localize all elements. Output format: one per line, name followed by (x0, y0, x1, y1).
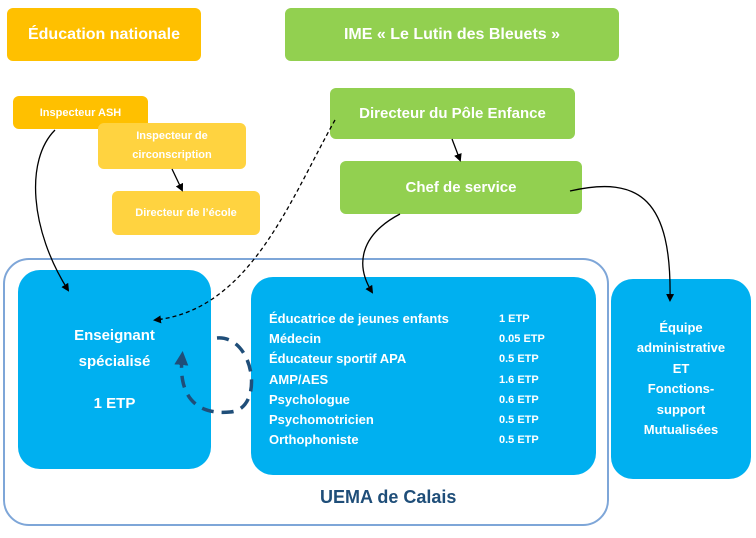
enseignant-line1: Enseignant (74, 326, 155, 344)
team-role: Éducatrice de jeunes enfants (269, 311, 449, 326)
equipe-line1: Équipe (659, 319, 703, 335)
equipe-line5: support (656, 401, 706, 417)
team-etp: 0.5 ETP (499, 434, 539, 447)
arrow-pole-to-enseignant (153, 119, 336, 324)
arrow-chef-to-equipe (569, 185, 675, 302)
team-role: Éducateur sportif APA (269, 351, 407, 367)
arrow-chef-to-team (362, 213, 401, 294)
equipe-line3: ET (672, 360, 690, 376)
equipe-line2: administrative (636, 340, 726, 355)
team-row: Éducateur sportif APA 0.5 ETP (269, 349, 545, 369)
inspecteur-ash-box: Inspecteur ASH (13, 96, 148, 129)
team-list: Éducatrice de jeunes enfants 1 ETP Médeci… (269, 309, 545, 450)
team-box: Éducatrice de jeunes enfants 1 ETP Médeci… (251, 277, 596, 475)
enseignant-etp: 1 ETP (93, 394, 136, 412)
team-role: AMP/AES (269, 371, 329, 387)
team-etp: 0.5 ETP (499, 414, 539, 427)
inspecteur-circ-line2: circonscription (132, 149, 212, 161)
team-role: Médecin (269, 331, 322, 347)
circular-arrow (174, 336, 254, 415)
inspecteur-circonscription-box: Inspecteur de circonscription (98, 123, 246, 169)
enseignant-line2: spécialisé (78, 352, 151, 370)
team-role: Orthophoniste (269, 432, 359, 448)
team-etp: 0.6 ETP (499, 393, 539, 406)
team-row: Psychomotricien 0.5 ETP (269, 410, 545, 430)
uema-label: UEMA de Calais (320, 487, 457, 507)
team-row: Éducatrice de jeunes enfants 1 ETP (269, 309, 545, 329)
arrow-circ-to-ecole (171, 168, 184, 192)
team-etp: 1.6 ETP (499, 373, 539, 386)
chef-service-box: Chef de service (340, 161, 582, 214)
team-row: Médecin 0.05 ETP (269, 329, 545, 349)
uema-frame (3, 258, 609, 526)
inspecteur-circ-line1: Inspecteur de (136, 130, 208, 142)
team-role: Psychologue (269, 391, 350, 407)
directeur-ecole-box: Directeur de l’école (112, 191, 260, 235)
team-etp: 0.5 ETP (499, 353, 539, 366)
directeur-pole-box: Directeur du Pôle Enfance (330, 88, 575, 139)
team-row: AMP/AES 1.6 ETP (269, 370, 545, 390)
equipe-box: Équipe administrative ET Fonctions- supp… (611, 279, 751, 479)
team-etp: 1 ETP (499, 313, 530, 325)
team-row: Orthophoniste 0.5 ETP (269, 430, 545, 450)
enseignant-box: Enseignant spécialisé 1 ETP (18, 270, 211, 469)
ime-box: IME « Le Lutin des Bleuets » (285, 8, 619, 61)
team-etp: 0.05 ETP (499, 333, 545, 346)
equipe-line4: Fonctions- (647, 381, 715, 396)
team-role: Psychomotricien (269, 412, 374, 428)
team-row: Psychologue 0.6 ETP (269, 390, 545, 410)
education-nationale-box: Éducation nationale (7, 8, 201, 61)
arrow-pole-to-chef (451, 138, 462, 162)
arrow-ash-to-enseignant (34, 129, 70, 292)
equipe-line6: Mutualisées (643, 422, 719, 437)
